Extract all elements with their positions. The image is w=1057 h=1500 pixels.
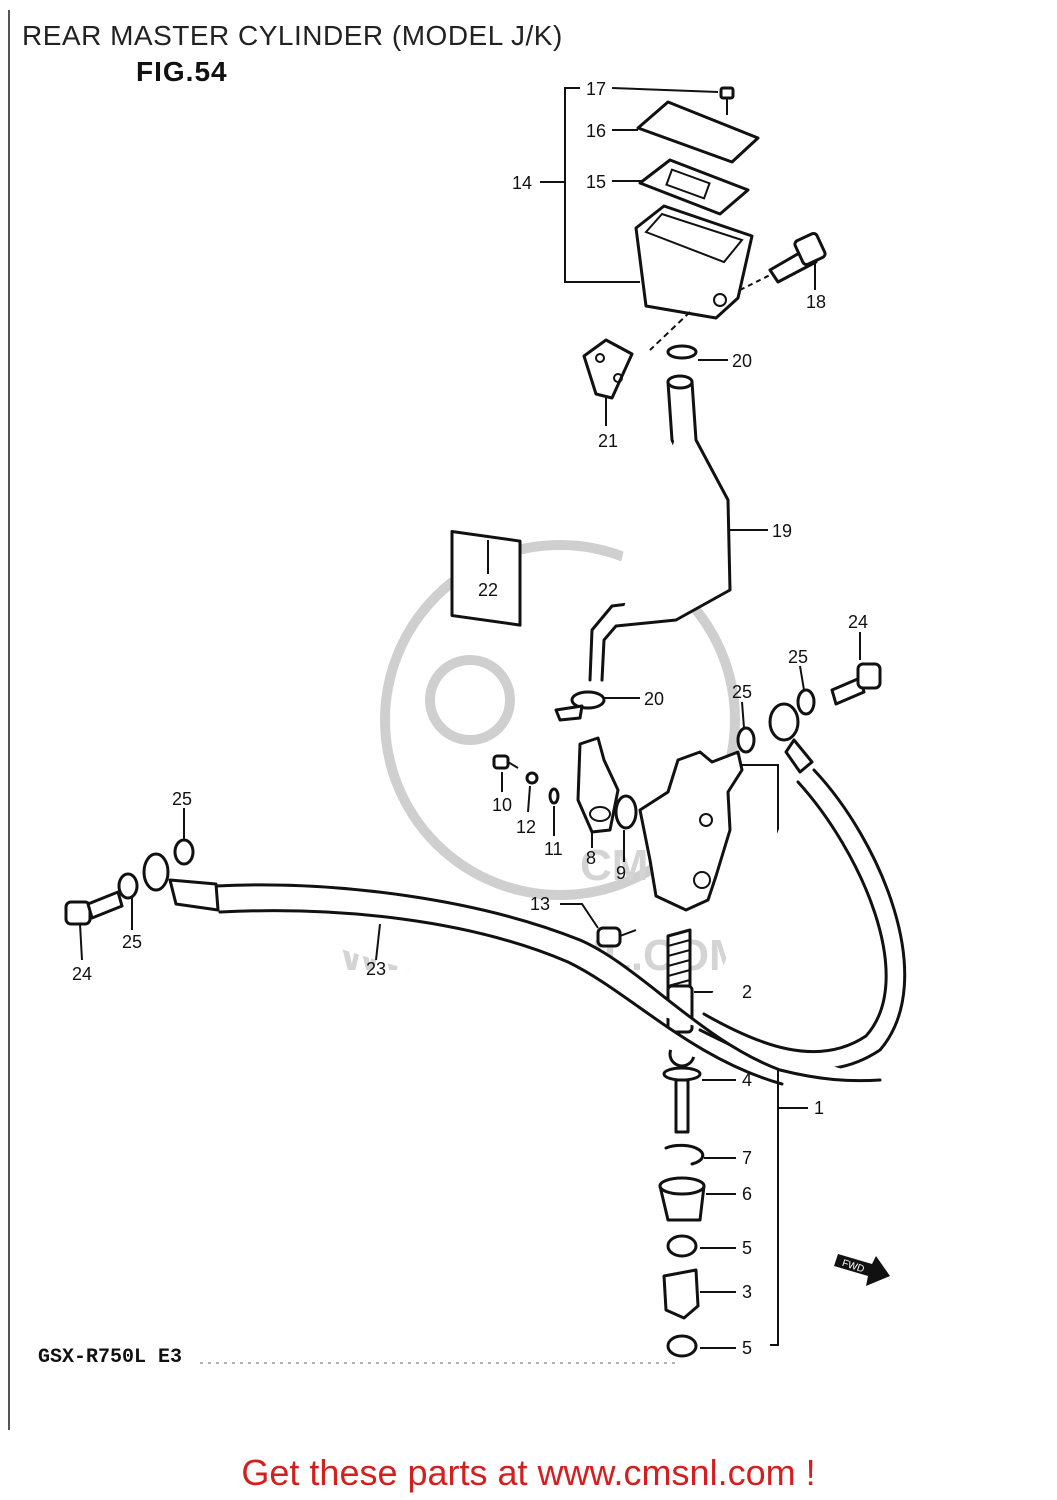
reservoir-assembly [450,86,827,627]
callout-23: 23 [366,959,386,979]
clamp-screw [554,704,584,722]
callout-4: 4 [742,1070,752,1090]
page-border-line [8,10,10,1430]
bolt-13 [596,926,622,948]
callout-8: 8 [586,848,596,868]
callout-5-upper: 5 [742,1238,752,1258]
callout-18: 18 [806,292,826,312]
callout-22: 22 [478,580,498,600]
fwd-label: FWD [841,1258,866,1276]
inlet-fittings [492,736,638,862]
circlip-7 [664,1143,705,1166]
figure-number: FIG.54 [136,56,228,87]
hose-clamp-20-bottom [570,690,606,710]
clevis-3 [662,1268,700,1320]
washer-25-left-b [117,872,139,900]
oring-11 [548,787,560,805]
callout-25-right-a: 25 [788,647,808,667]
callout-1: 1 [814,1098,824,1118]
callout-25-left-b: 25 [122,932,142,952]
reservoir-hose-19 [588,374,768,682]
callout-7: 7 [742,1148,752,1168]
promo-link-text[interactable]: Get these parts at www.cmsnl.com ! [241,1452,816,1493]
callout-21: 21 [598,431,618,451]
master-cylinder-body-1 [560,750,808,1358]
connector-8 [576,736,620,834]
callout-20-top: 20 [732,351,752,371]
washer-12 [525,771,539,785]
diagram-title: REAR MASTER CYLINDER (MODEL J/K) [22,20,563,51]
bolt-24-left [64,900,92,926]
banjo-right [768,702,800,742]
callout-10: 10 [492,795,512,815]
callout-labels: 17 16 15 14 18 20 21 19 22 24 25 25 20 1… [72,79,868,1358]
callout-20-bottom: 20 [644,689,664,709]
guard-plate-21 [582,338,634,400]
hose-clamp-20-top [666,344,698,360]
callout-25-right-b: 25 [732,682,752,702]
callout-12: 12 [516,817,536,837]
brake-hose-23 [64,808,882,1086]
forward-arrow-icon: FWD [834,1254,890,1286]
callout-6: 6 [742,1184,752,1204]
callout-15: 15 [586,172,606,192]
reservoir-cap-16 [636,100,760,164]
banjo-left [142,852,170,892]
callout-11: 11 [544,839,563,859]
bracket-14 [564,87,640,283]
nut-5-lower [666,1334,698,1358]
screw-10 [492,754,510,770]
callout-2: 2 [742,982,752,1002]
diaphragm-15 [638,158,750,216]
callout-17: 17 [586,79,606,99]
model-code: GSX-R750L E3 [38,1346,183,1369]
screw-17 [719,86,735,100]
callout-25-left-a: 25 [172,789,192,809]
washer-25-left-a [173,838,195,866]
callout-9: 9 [616,863,626,883]
callout-16: 16 [586,121,606,141]
bolt-24-right [830,676,866,706]
callout-24-right: 24 [848,612,868,632]
callout-19: 19 [772,521,792,541]
callout-24-left: 24 [72,964,92,984]
oring-9 [614,794,638,830]
callout-14: 14 [512,173,532,193]
washer-25-right-b [736,726,756,754]
callout-13: 13 [530,894,550,914]
nut-5-upper [666,1234,698,1258]
washer-25-right-a [796,688,816,716]
callout-5-lower: 5 [742,1338,752,1358]
label-22 [450,530,522,627]
callout-3: 3 [742,1282,752,1302]
